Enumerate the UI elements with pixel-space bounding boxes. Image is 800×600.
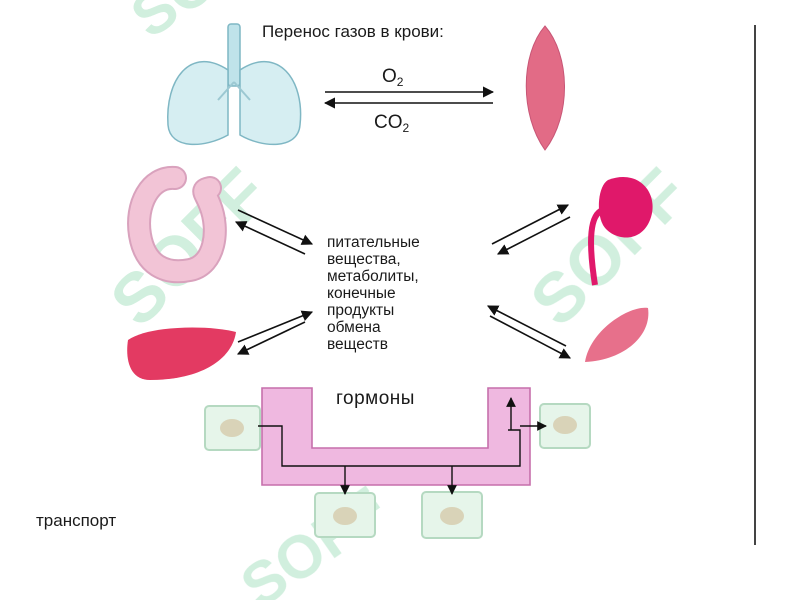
watermark-left: SOFF bbox=[95, 153, 282, 340]
o2-base: O bbox=[382, 66, 397, 87]
nutrients-label: питательные вещества, метаболиты, конечн… bbox=[327, 234, 420, 353]
arrow-center-to-intestine bbox=[234, 221, 306, 255]
lungs-icon bbox=[167, 23, 302, 146]
kidney-icon bbox=[588, 177, 653, 286]
hormones-label: гормоны bbox=[336, 388, 415, 409]
o2-label: O2 bbox=[382, 66, 403, 89]
liver-icon bbox=[127, 327, 236, 380]
transport-label: транспорт bbox=[36, 511, 117, 530]
hormone-flow-line bbox=[258, 425, 521, 467]
co2-subscript: 2 bbox=[402, 121, 410, 135]
cell-bottom-right bbox=[421, 491, 483, 539]
diagram-title: Перенос газов в крови: bbox=[262, 22, 444, 41]
arrow-liver-to-center bbox=[237, 310, 314, 343]
co2-label: CO2 bbox=[374, 112, 409, 135]
arrow-intestine-to-center bbox=[237, 209, 314, 245]
cell-bottom-left bbox=[314, 492, 376, 538]
o2-subscript: 2 bbox=[396, 75, 404, 89]
arrow-kidney-to-center bbox=[497, 216, 571, 255]
muscle-lower-icon bbox=[585, 307, 649, 362]
arrow-muscle-to-center bbox=[487, 305, 567, 347]
hormone-flow-arrows bbox=[258, 397, 547, 495]
co2-base: CO bbox=[374, 112, 403, 133]
blood-vessel bbox=[261, 387, 531, 486]
cell-right bbox=[539, 403, 591, 449]
arrow-center-to-muscle bbox=[489, 315, 571, 359]
exchange-arrows bbox=[234, 204, 571, 359]
muscle-icon bbox=[525, 25, 565, 151]
cells bbox=[204, 403, 591, 539]
cell-left bbox=[204, 405, 261, 451]
arrow-center-to-liver bbox=[236, 321, 306, 355]
arrow-center-to-kidney bbox=[491, 204, 569, 245]
